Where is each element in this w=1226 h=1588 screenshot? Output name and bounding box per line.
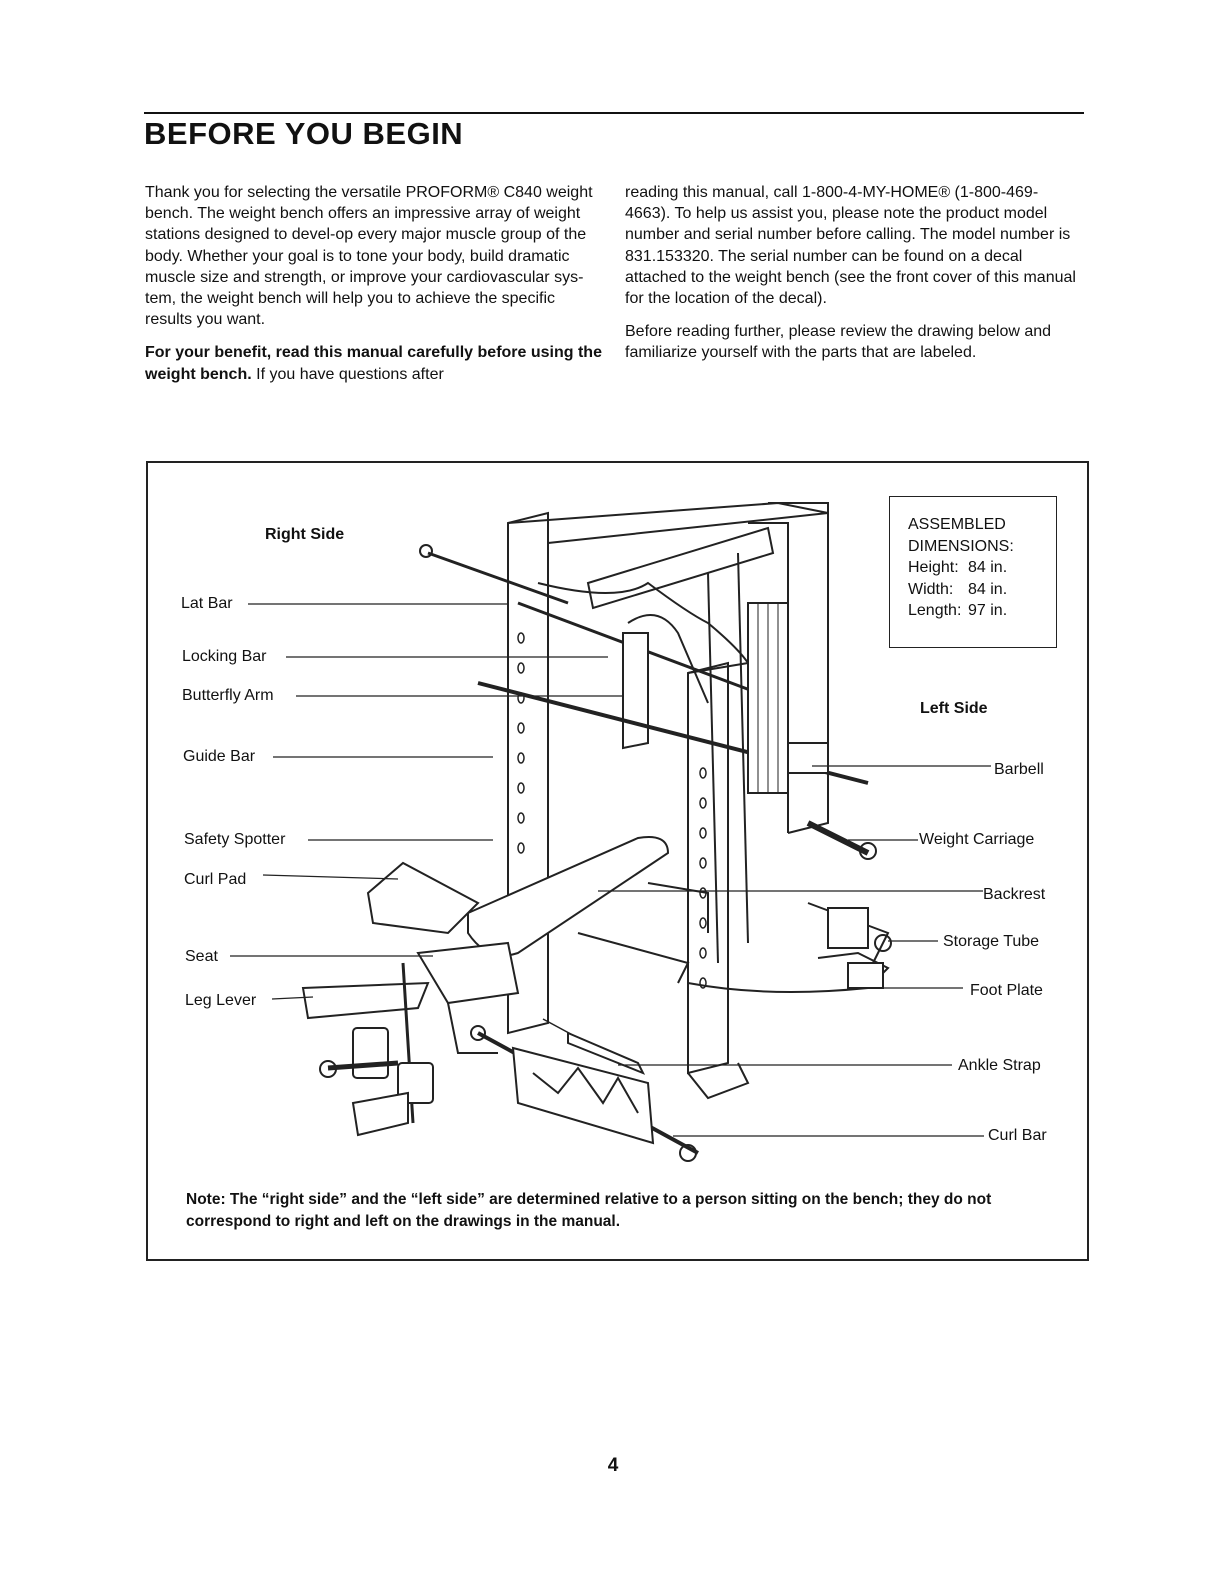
dimensions-heading-2: DIMENSIONS: — [908, 537, 1014, 555]
label-leg-lever: Leg Lever — [185, 992, 257, 1009]
label-curl-pad: Curl Pad — [184, 871, 247, 888]
height-value: 84 in. — [968, 559, 1008, 576]
label-barbell: Barbell — [994, 761, 1044, 778]
label-lat-bar: Lat Bar — [181, 595, 233, 612]
label-foot-plate: Foot Plate — [970, 982, 1043, 999]
height-row: Height: 84 in. — [908, 557, 1056, 579]
left-side-heading: Left Side — [920, 700, 988, 717]
label-butterfly-arm: Butterfly Arm — [182, 687, 274, 704]
warning-rest-text: If you have questions after — [251, 365, 444, 383]
page-title: BEFORE YOU BEGIN — [144, 116, 464, 151]
width-value: 84 in. — [968, 580, 1008, 598]
contact-paragraph: reading this manual, call 1-800-4-MY-HOM… — [625, 184, 1076, 308]
page-number: 4 — [607, 1455, 619, 1476]
dimensions-heading-1: ASSEMBLED — [908, 516, 1006, 533]
figure-note: Note: The “right side” and the “left sid… — [186, 1191, 992, 1230]
length-label: Length: — [908, 602, 962, 619]
label-locking-bar: Locking Bar — [182, 648, 267, 665]
length-value: 97 in. — [968, 602, 1008, 619]
intro-column-left: Thank you for selecting the versatile PR… — [145, 182, 603, 397]
length-row: Length: 97 in. — [908, 600, 1056, 622]
title-rule — [144, 112, 1084, 114]
warning-bold-text: For your benefit, read this manual caref… — [145, 344, 602, 383]
label-ankle-strap: Ankle Strap — [958, 1057, 1041, 1074]
intro-warning-paragraph: For your benefit, read this manual caref… — [145, 342, 603, 384]
label-weight-carriage: Weight Carriage — [919, 831, 1035, 848]
label-storage-tube: Storage Tube — [943, 933, 1040, 950]
label-curl-bar: Curl Bar — [988, 1127, 1047, 1144]
intro-column-right: reading this manual, call 1-800-4-MY-HOM… — [625, 182, 1083, 376]
intro-paragraph: Thank you for selecting the versatile PR… — [145, 184, 593, 329]
parts-figure: Right Side Left Side ASSEMBLED DIMENSION… — [146, 461, 1089, 1261]
height-label: Height: — [908, 559, 959, 576]
width-label: Width: — [908, 580, 954, 598]
right-side-heading: Right Side — [265, 526, 345, 543]
label-seat: Seat — [185, 948, 218, 965]
label-backrest: Backrest — [983, 886, 1046, 903]
label-safety-spotter: Safety Spotter — [184, 831, 286, 848]
width-row: Width: 84 in. — [908, 579, 1056, 601]
weight-bench-drawing — [230, 501, 991, 1162]
assembled-dimensions-box: ASSEMBLED DIMENSIONS: Height: 84 in. Widt… — [889, 496, 1057, 648]
review-paragraph: Before reading further, please review th… — [625, 323, 1052, 362]
label-guide-bar: Guide Bar — [183, 748, 256, 765]
